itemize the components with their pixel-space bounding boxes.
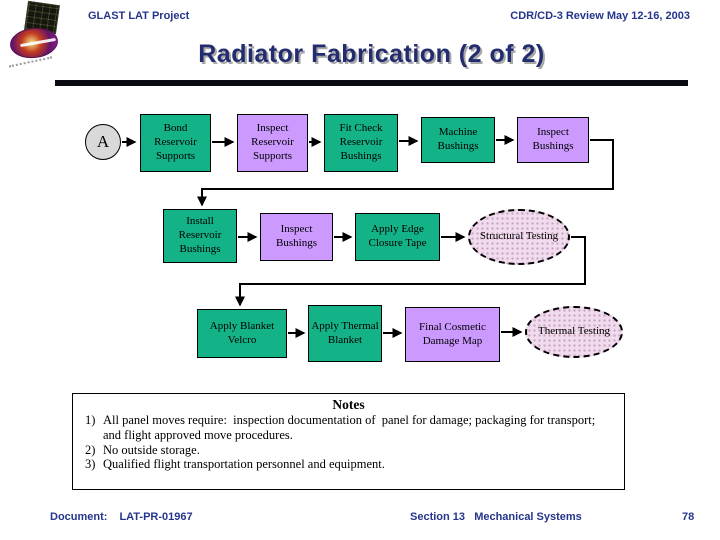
- node-inspect-reservoir-supports: Inspect Reservoir Supports: [237, 114, 308, 172]
- footer-document: Document: LAT-PR-01967: [50, 511, 193, 523]
- review-name: CDR/CD-3 Review May 12-16, 2003: [510, 10, 690, 22]
- node-install-reservoir-bushings: Install Reservoir Bushings: [163, 209, 237, 263]
- node-inspect-bushings-1: Inspect Bushings: [517, 117, 589, 163]
- node-machine-bushings: Machine Bushings: [421, 117, 495, 163]
- note-text: No outside storage.: [103, 442, 200, 457]
- note-text: All panel moves require: inspection docu…: [103, 413, 599, 442]
- node-thermal-testing: Thermal Testing: [525, 306, 623, 358]
- flow-start-node: A: [85, 124, 121, 160]
- node-inspect-bushings-2: Inspect Bushings: [260, 213, 333, 261]
- node-final-cosmetic-damage-map: Final Cosmetic Damage Map: [405, 307, 500, 362]
- node-apply-edge-closure-tape: Apply Edge Closure Tape: [355, 213, 440, 261]
- note-item-3: 3) Qualified flight transportation perso…: [73, 457, 624, 472]
- footer-page-number: 78: [682, 511, 695, 523]
- document-label: Document:: [50, 511, 108, 523]
- notes-title: Notes: [332, 397, 365, 412]
- node-apply-thermal-blanket: Apply Thermal Blanket: [308, 305, 382, 362]
- project-name: GLAST LAT Project: [88, 10, 190, 22]
- note-item-2: 2) No outside storage.: [73, 443, 624, 458]
- note-item-1: 1) All panel moves require: inspection d…: [73, 413, 624, 443]
- node-fit-check-reservoir-bushings: Fit Check Reservoir Bushings: [324, 114, 398, 172]
- note-number: 3): [85, 457, 96, 472]
- note-number: 1): [85, 413, 96, 427]
- note-text: Qualified flight transportation personne…: [103, 457, 385, 472]
- footer-section: Section 13 Mechanical Systems: [410, 511, 582, 523]
- title-divider: [55, 80, 688, 86]
- note-number: 2): [85, 442, 96, 457]
- document-number: LAT-PR-01967: [119, 511, 193, 523]
- node-bond-reservoir-supports: Bond Reservoir Supports: [140, 114, 211, 172]
- slide-title: Radiator Fabrication (2 of 2): [198, 40, 545, 68]
- notes-box: Notes 1) All panel moves require: inspec…: [72, 393, 625, 490]
- node-apply-blanket-velcro: Apply Blanket Velcro: [197, 309, 287, 358]
- node-structural-testing: Structural Testing: [468, 209, 570, 265]
